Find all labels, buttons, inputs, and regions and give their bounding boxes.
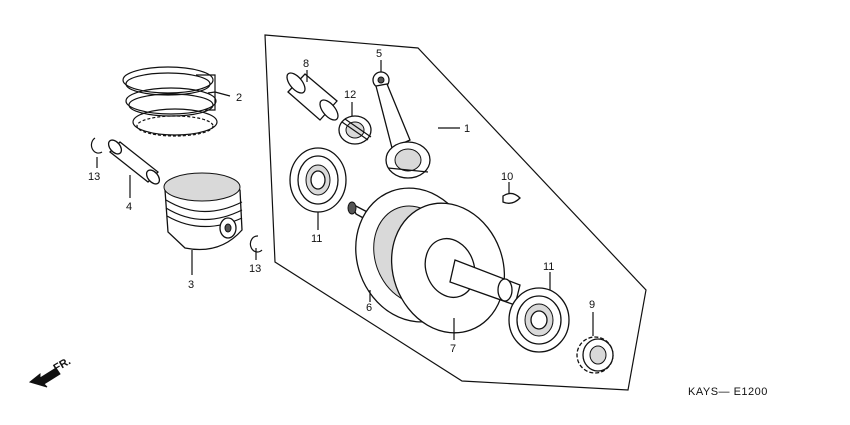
callout-5: 5 (376, 48, 382, 60)
callout-12: 12 (344, 89, 356, 101)
front-label: FR. (52, 355, 73, 374)
needle-bearing (338, 115, 372, 145)
front-arrow-icon (28, 367, 61, 388)
front-direction-indicator: FR. (28, 355, 73, 388)
crankshaft-assembly-boundary (264, 34, 647, 391)
piston-pin (107, 139, 161, 185)
woodruff-key (502, 192, 521, 204)
callout-3: 3 (188, 279, 194, 291)
callout-6: 6 (366, 302, 372, 314)
callout-11-left: 11 (311, 233, 322, 245)
callout-4: 4 (126, 201, 132, 213)
timing-sprocket (576, 336, 614, 374)
crankshaft (347, 187, 521, 334)
callout-2: 2 (236, 92, 242, 104)
piston-pin-clip-right (249, 235, 263, 253)
radial-ball-bearing-left (289, 147, 347, 213)
callout-10: 10 (501, 171, 513, 183)
callout-11-right: 11 (543, 261, 554, 273)
callout-13-left: 13 (88, 171, 100, 183)
piston-pin-clip-left (90, 137, 103, 154)
callout-9: 9 (589, 299, 595, 311)
callout-13-right: 13 (249, 263, 261, 275)
piston-rings (122, 66, 218, 137)
callout-1: 1 (464, 123, 470, 135)
callout-7: 7 (450, 343, 456, 355)
connecting-rod (372, 71, 431, 179)
radial-ball-bearing-right (508, 287, 570, 353)
callout-8: 8 (303, 58, 309, 70)
piston (163, 172, 243, 251)
crank-pin (286, 72, 339, 121)
diagram-code: KAYS— E1200 (688, 386, 768, 398)
